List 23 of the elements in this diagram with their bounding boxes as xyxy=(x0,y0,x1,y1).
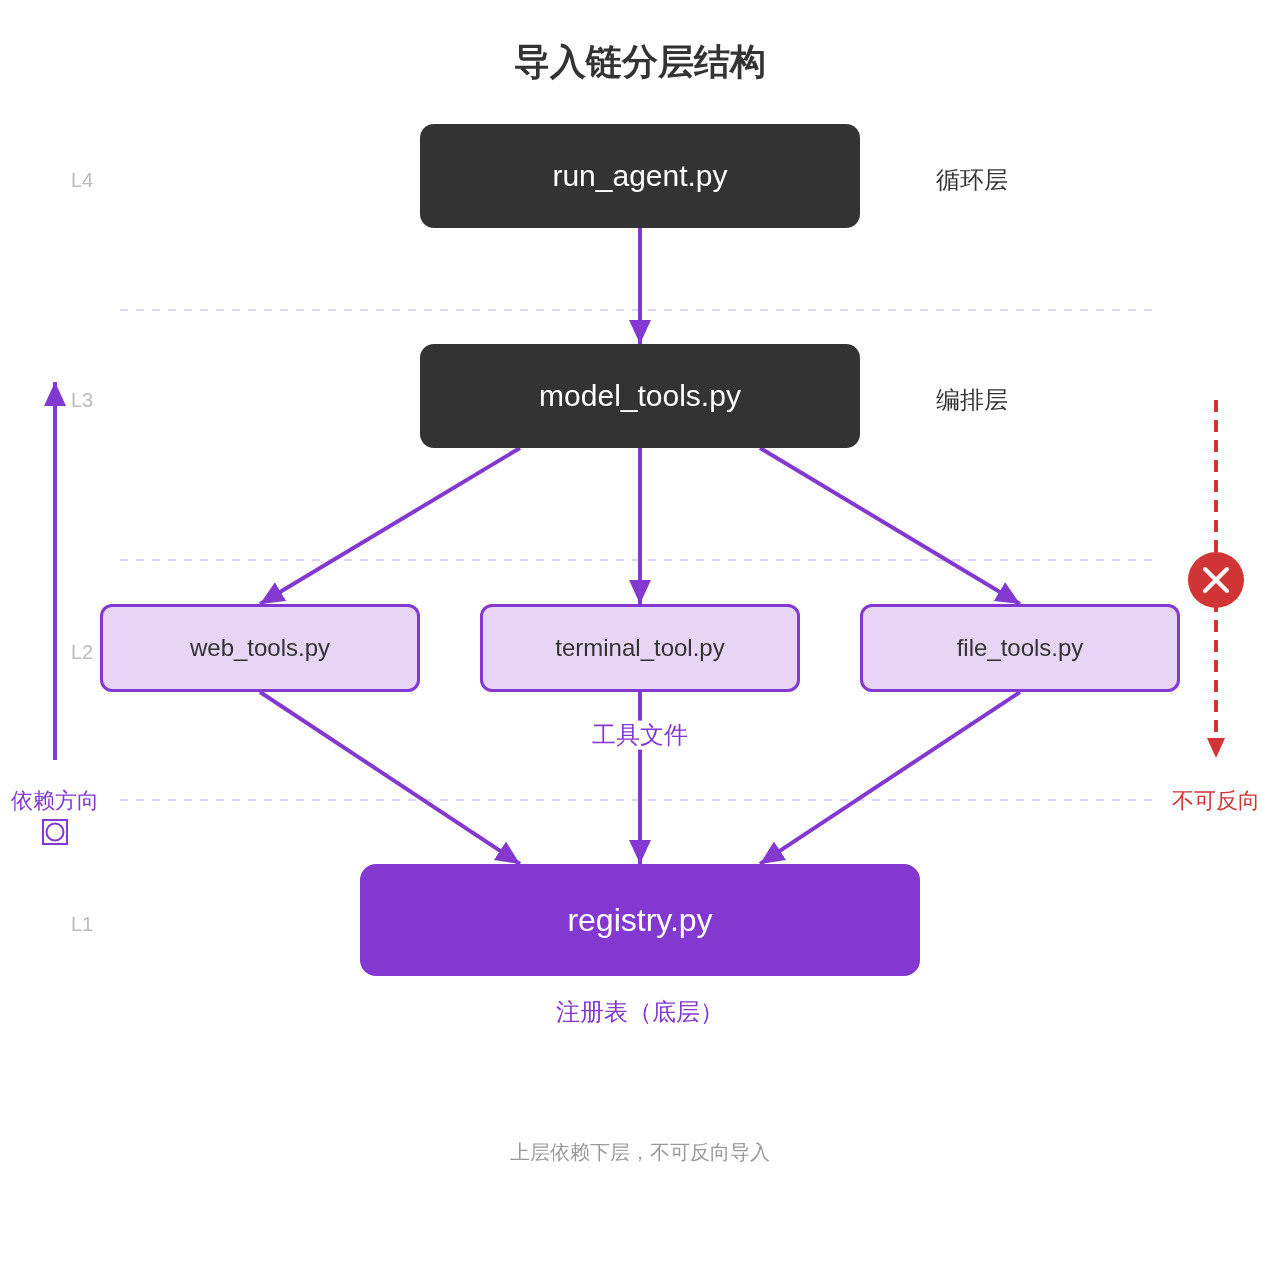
module-box: model_tools.py xyxy=(420,344,860,448)
layer-caption: 注册表（底层） xyxy=(556,997,724,1027)
module-box: registry.py xyxy=(360,864,920,976)
level-label: L2 xyxy=(70,640,94,664)
arrow xyxy=(258,446,522,606)
diagram-title: 导入链分层结构 xyxy=(514,40,766,84)
direction-caption: 不可反向 xyxy=(1172,787,1260,815)
arrow xyxy=(758,690,1022,866)
arrow xyxy=(629,228,651,344)
level-label: L4 xyxy=(70,168,94,192)
footer-note: 上层依赖下层，不可反向导入 xyxy=(510,1140,770,1164)
tool-box: terminal_tool.py xyxy=(480,604,800,692)
level-label: L3 xyxy=(70,388,94,412)
arrow xyxy=(758,446,1022,606)
direction-caption: 依赖方向 xyxy=(11,787,99,815)
module-box: run_agent.py xyxy=(420,124,860,228)
arrow xyxy=(629,448,651,604)
layer-caption: 编排层 xyxy=(936,385,1008,415)
level-label: L1 xyxy=(70,912,94,936)
tool-box: file_tools.py xyxy=(860,604,1180,692)
tool-box: web_tools.py xyxy=(100,604,420,692)
arrow xyxy=(258,690,522,866)
layer-caption: 循环层 xyxy=(936,165,1008,195)
